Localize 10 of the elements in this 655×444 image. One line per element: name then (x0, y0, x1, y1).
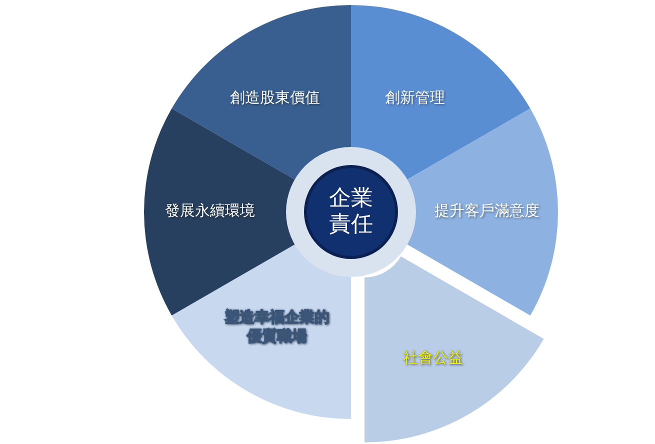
ring-segment (171, 5, 351, 181)
segment-label: 發展永續環境 (165, 202, 255, 220)
segment-label: 塑造幸福企業的優質職場 (224, 308, 330, 346)
ring-segment (364, 256, 544, 443)
segment-label: 提升客戶滿意度 (434, 202, 540, 220)
segment-label: 社會公益 (403, 348, 463, 368)
hub-label: 企業責任 (328, 186, 374, 238)
segment-label: 創造股東價值 (230, 88, 320, 108)
segment-label: 創新管理 (385, 88, 445, 108)
ring-segment (351, 5, 531, 181)
